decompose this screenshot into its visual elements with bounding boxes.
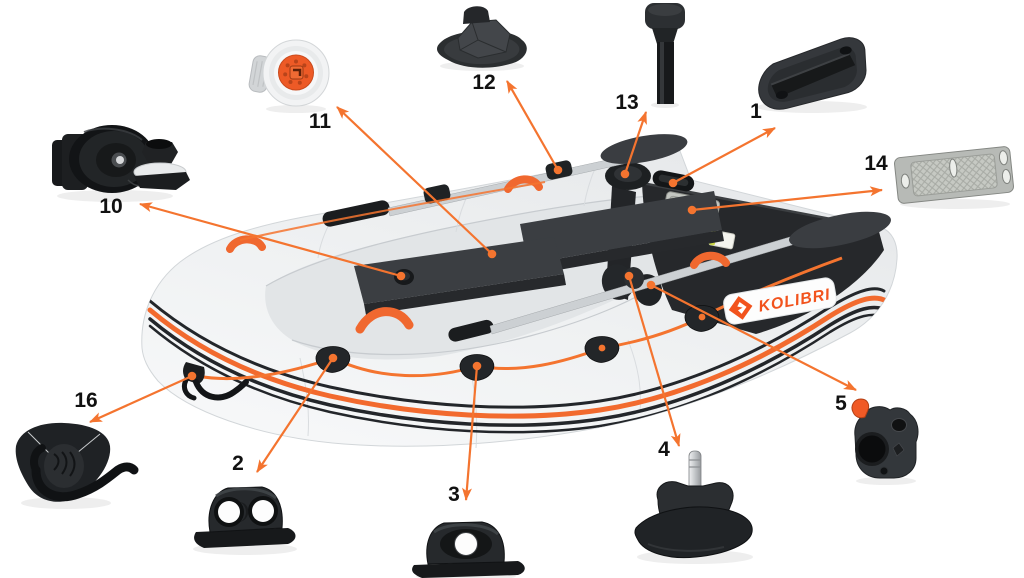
callout-arrow-13: [620, 111, 648, 179]
callout-arrow-1: [668, 127, 776, 188]
part-transom-motor-plate-icon: [894, 146, 1014, 204]
part-air-valve-and-pump-adapter-icon: [52, 125, 190, 193]
callout-label-11: 11: [308, 110, 332, 133]
callout-label-3: 3: [448, 483, 460, 506]
part-rope-guide-single-icon: [412, 521, 525, 578]
callout-arrow-5: [646, 280, 857, 391]
boat-far-rope: [239, 181, 546, 241]
callout-arrow-4: [624, 271, 681, 447]
callout-arrow-11: [336, 106, 497, 259]
callout-arrow-12: [506, 80, 563, 175]
boat-illustration: KOLIBRI: [141, 134, 898, 449]
part-bow-mount-fitting-icon: [436, 6, 527, 68]
part-grip-pad-handle-icon: [15, 422, 139, 502]
callout-arrow-3: [461, 361, 482, 501]
part-transom-carry-handle-icon: [758, 37, 867, 110]
callout-label-1: 1: [750, 100, 762, 123]
part-air-valve-cap-icon: [248, 39, 330, 107]
callout-arrow-16: [89, 371, 197, 424]
callout-label-2: 2: [232, 452, 244, 475]
callout-label-16: 16: [74, 389, 98, 412]
callout-arrow-14: [687, 186, 883, 215]
part-oarlock-pin-base-icon: [634, 450, 753, 559]
callout-arrows: [89, 80, 883, 501]
callout-label-13: 13: [615, 91, 639, 114]
kolibri-diamond-icon: [728, 296, 753, 320]
callout-label-5: 5: [835, 392, 847, 415]
callout-arrow-10: [139, 202, 406, 281]
callout-label-12: 12: [472, 71, 496, 94]
boat-front-bench: [354, 237, 566, 315]
part-rope-guide-double-icon: [194, 486, 296, 548]
callout-label-14: 14: [864, 152, 888, 175]
callout-label-4: 4: [658, 438, 670, 461]
boat-rear-bench: [520, 191, 724, 275]
tube-inner-edge-far: [265, 195, 653, 287]
part-seat-post-icon: [645, 3, 685, 104]
callout-arrow-2: [256, 353, 338, 473]
part-oar-clamp-icon: [851, 398, 919, 479]
valve-cap-holes: [283, 59, 309, 85]
callout-label-10: 10: [99, 195, 123, 218]
